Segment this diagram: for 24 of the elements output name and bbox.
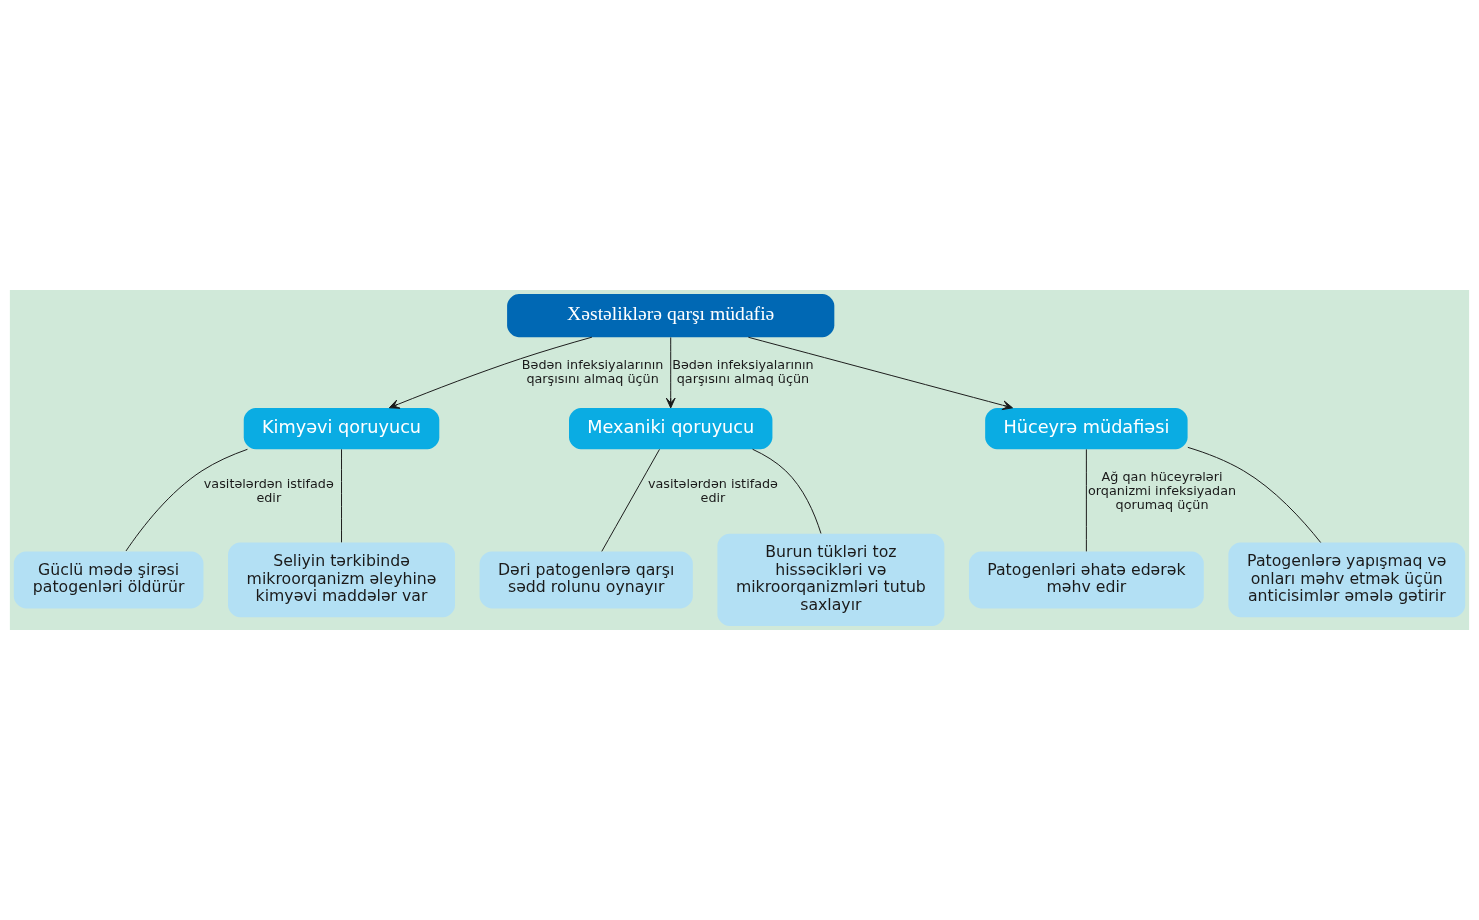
connector xyxy=(601,448,660,552)
node-box: Xəstəliklərə qarşı müdafiə xyxy=(507,293,835,338)
node-box: Hüceyrə müdafiəsi xyxy=(985,407,1188,450)
node-box: Mexaniki qoruyucu xyxy=(569,407,773,450)
node-box: Patogenlərə yapışmaq və onları məhv etmək üçün anticisimlər əmələ gətirir xyxy=(1228,542,1466,618)
node-box: Güclü mədə şirəsi patogenləri öldürür xyxy=(13,551,204,609)
connector xyxy=(341,448,342,543)
node-box: Patogenləri əhatə edərək məhv edir xyxy=(968,551,1204,609)
node-box: Seliyin tərkibində mikroorqanizm əleyhinə kimyəvi maddələr var xyxy=(228,542,455,618)
node-box: Dəri patogenlərə qarşı sədd rolunu oynayır xyxy=(479,551,693,609)
edge-label: vasitələrdən istifadə edir xyxy=(647,475,778,505)
arrow xyxy=(388,336,593,409)
arrow xyxy=(665,336,676,409)
connector xyxy=(1187,446,1322,543)
connector xyxy=(1085,448,1087,552)
node-box: Kimyəvi qoruyucu xyxy=(243,407,440,450)
arrow xyxy=(747,336,1014,411)
edge-label: Bədən infeksiyalarının qarşısını almaq üçün xyxy=(521,357,664,386)
edge-label: Ağ qan hüceyrələri orqanizmi infeksiyadan qorumaq üçün xyxy=(1087,469,1237,512)
connector xyxy=(752,448,822,534)
edge-label: Bədən infeksiyalarının qarşısını almaq üçün xyxy=(672,357,814,386)
node-box: Burun tükləri toz hissəcikləri və mikroorqanizmləri tutub saxlayır xyxy=(717,533,945,627)
connector xyxy=(125,448,248,552)
edge-label: vasitələrdən istifadə edir xyxy=(203,475,334,505)
